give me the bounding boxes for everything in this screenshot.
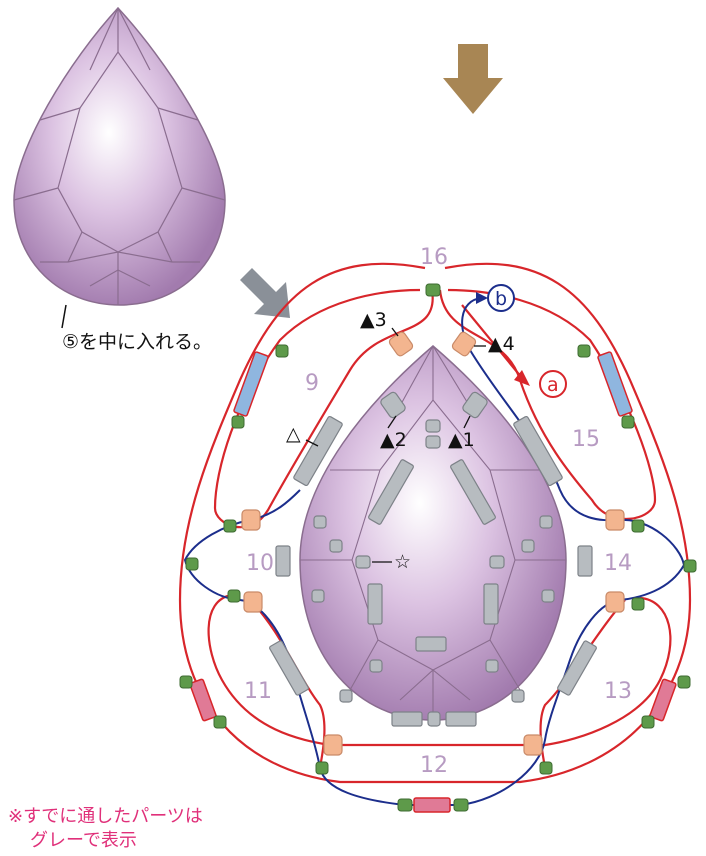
section-14: 14: [604, 551, 632, 576]
thread-end-b: b: [488, 285, 514, 311]
instruction-text: ⑤を中に入れる。: [62, 327, 212, 354]
section-16: 16: [420, 245, 448, 270]
marker-open-triangle: △: [286, 423, 301, 445]
central-stone: [300, 346, 566, 720]
section-10: 10: [246, 551, 274, 576]
gray-parts-note: ※すでに通したパーツは グレーで表示: [8, 805, 203, 853]
section-15: 15: [572, 427, 600, 452]
marker-2: ▲2: [380, 429, 407, 451]
thread-end-a: a: [540, 371, 566, 397]
marker-1: ▲1: [448, 429, 475, 451]
marker-star: ☆: [394, 551, 411, 573]
section-11: 11: [244, 679, 272, 704]
note-line-2: グレーで表示: [8, 829, 203, 853]
svg-text:a: a: [547, 374, 559, 396]
svg-text:b: b: [495, 288, 507, 310]
section-13: 13: [604, 679, 632, 704]
down-arrow-icon: [443, 44, 503, 114]
marker-3: ▲3: [360, 309, 387, 331]
section-12: 12: [420, 753, 448, 778]
marker-4: ▲4: [488, 333, 515, 355]
note-line-1: ※すでに通したパーツは: [8, 805, 203, 829]
loose-stone: [14, 8, 225, 305]
section-9: 9: [305, 371, 319, 396]
